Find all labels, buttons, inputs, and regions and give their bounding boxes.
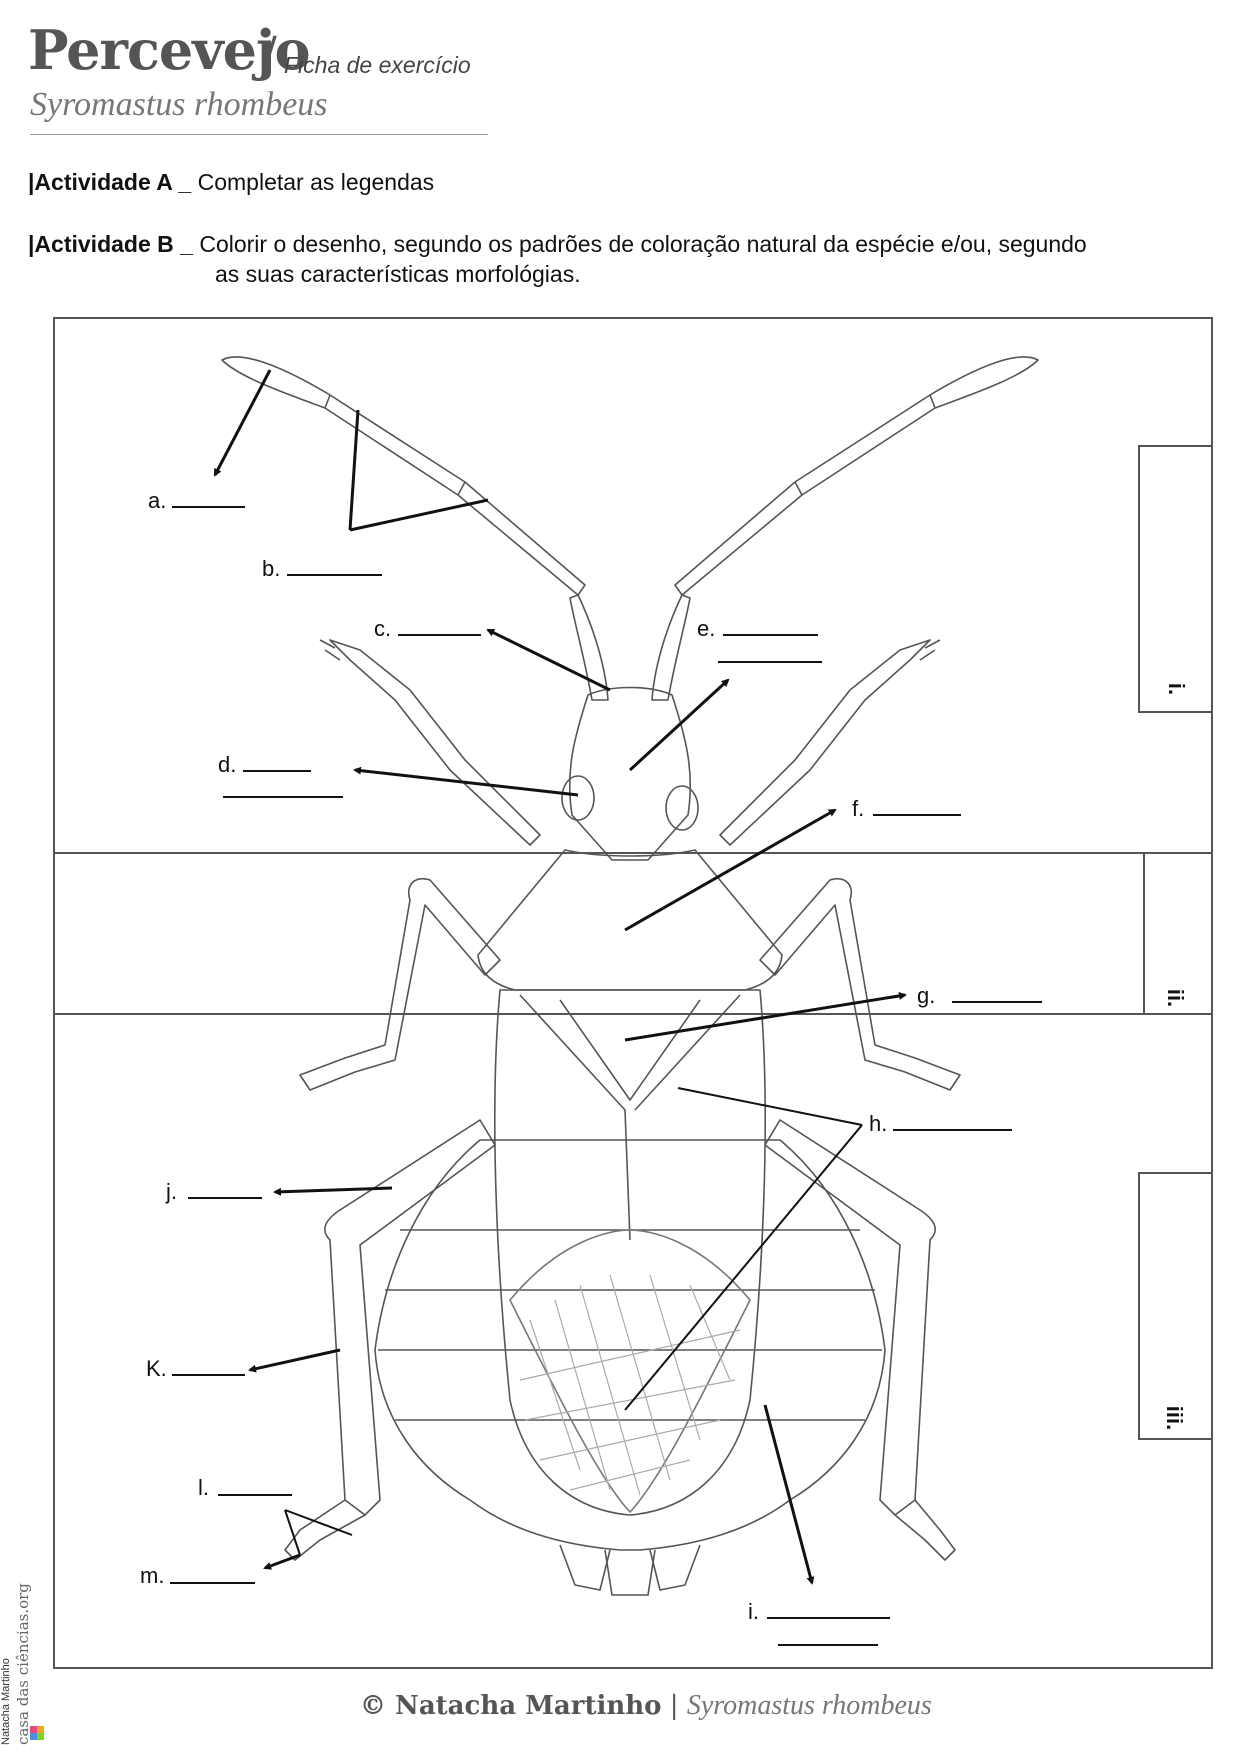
label-pointers	[213, 369, 907, 1585]
label-i: i.	[748, 1599, 759, 1624]
header-divider	[30, 134, 488, 135]
section-label-ii: ii.	[1163, 988, 1189, 1008]
label-k: K.	[146, 1356, 167, 1381]
label-m: m.	[140, 1563, 165, 1588]
label-j: j.	[166, 1179, 177, 1204]
page-title: Percevejo	[28, 18, 310, 82]
footer: © Natacha Martinho | Syromastus rhombeus	[360, 1690, 932, 1722]
side-author: Natacha Martinho	[0, 1658, 12, 1745]
section-label-iii: iii.	[1162, 1405, 1188, 1431]
section-box-i	[1138, 445, 1213, 713]
label-l: l.	[198, 1475, 209, 1500]
section-box-ii	[1143, 852, 1213, 1015]
activity-b: |Actividade B _ Colorir o desenho, segun…	[28, 229, 1087, 259]
label-a: a.	[148, 488, 167, 513]
diagram-frame	[53, 317, 1213, 1669]
label-d: d.	[218, 752, 237, 777]
footer-separator: |	[669, 1691, 679, 1721]
activity-a-label: |Actividade A _	[28, 169, 192, 195]
section-label-i: i.	[1164, 682, 1190, 696]
activity-b-text-1: Colorir o desenho, segundo os padrões de…	[199, 231, 1087, 257]
label-h: h.	[869, 1111, 888, 1136]
label-c: c.	[374, 616, 392, 641]
label-e: e.	[697, 616, 716, 641]
footer-copyright: © Natacha Martinho	[360, 1691, 662, 1721]
label-g: g.	[917, 983, 936, 1008]
species-name: Syromastus rhombeus	[30, 86, 328, 123]
activity-b-label: |Actividade B _	[28, 231, 193, 257]
section-box-iii	[1138, 1172, 1213, 1440]
casa-das-ciencias-logo	[30, 1726, 44, 1740]
label-b: b.	[262, 556, 281, 581]
activity-b-text-2: as suas características morfológias.	[215, 261, 581, 287]
answer-lines	[170, 506, 1042, 1646]
side-site: casa das ciências.org	[14, 1583, 32, 1745]
footer-species: Syromastus rhombeus	[686, 1690, 932, 1721]
page-subtitle: Ficha de exercício	[284, 52, 471, 78]
title-slash: /	[262, 28, 277, 79]
label-f: f.	[852, 796, 865, 821]
activity-a-text: Completar as legendas	[197, 169, 435, 195]
insect-outline	[221, 356, 1039, 1596]
activity-a: |Actividade A _ Completar as legendas	[28, 167, 434, 197]
